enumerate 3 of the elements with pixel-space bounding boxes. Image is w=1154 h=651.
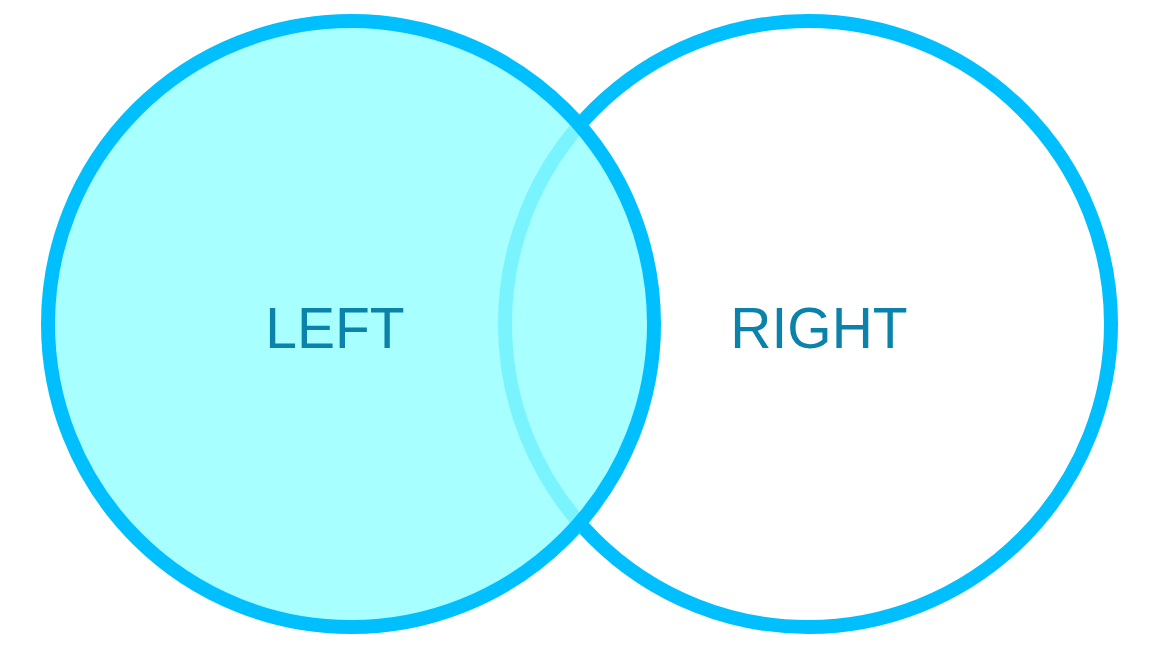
venn-circle — [41, 14, 661, 634]
set-label: LEFT — [265, 299, 405, 357]
set-label: RIGHT — [730, 299, 908, 357]
